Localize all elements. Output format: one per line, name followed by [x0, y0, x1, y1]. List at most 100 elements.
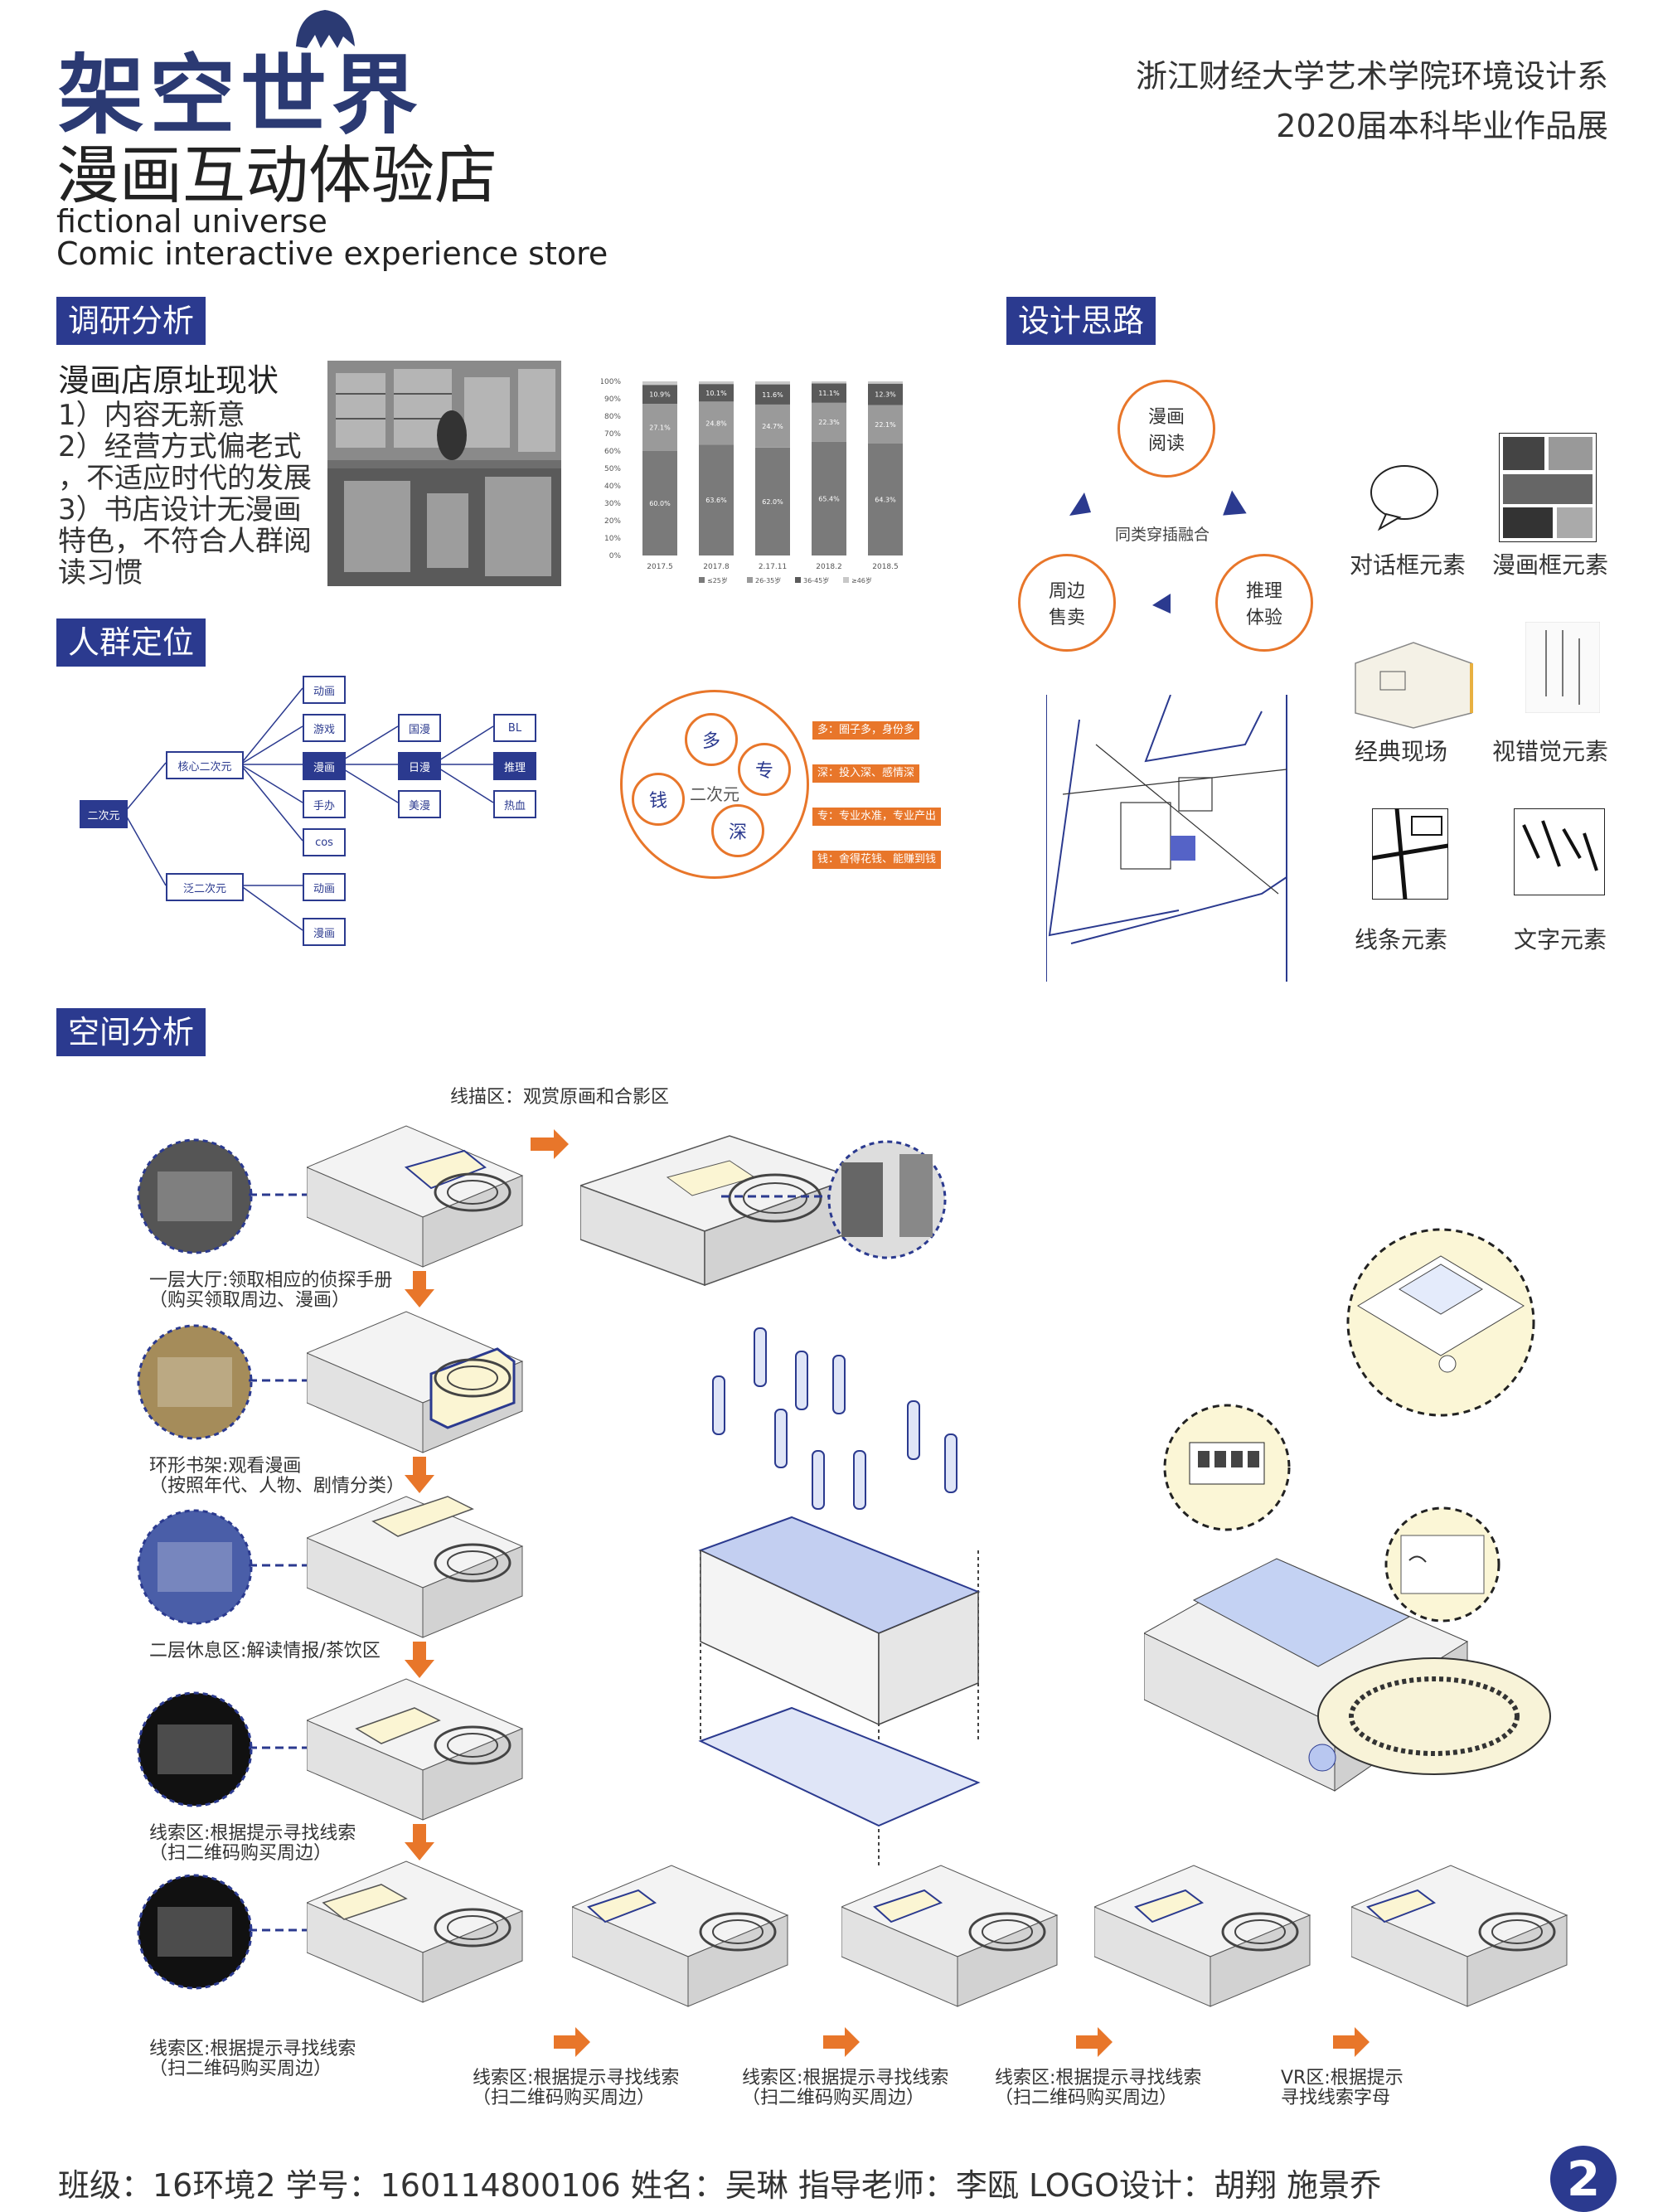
arrow-down-icon: [405, 1271, 434, 1307]
detail-circle-wall: [1384, 1506, 1500, 1623]
logo-hair-icon: [296, 10, 355, 48]
zone-caption: 二层休息区:解读情报/茶饮区: [149, 1642, 381, 1661]
iso-block-4: [307, 1678, 524, 1821]
chart-ytick-label: 70%: [604, 430, 621, 439]
zone-caption-line: 线索区:根据提示寻找线索: [149, 2039, 356, 2059]
research-subtitle: 漫画店原址现状: [58, 362, 279, 399]
chart-bar-segment: [868, 381, 903, 384]
arrow-right-icon: [1076, 2027, 1113, 2057]
element-label: 视错觉元素: [1491, 738, 1608, 765]
crowd-circle-item: 钱: [632, 773, 685, 826]
chart-data-label: 62.0%: [762, 498, 783, 506]
arrow-down-icon: [405, 1824, 434, 1860]
chart-data-label: 22.1%: [875, 421, 896, 429]
text-element-thumbnail: [1514, 808, 1605, 895]
research-points: 1）内容无新意 2）经营方式偏老式 ，不适应时代的发展 3）书店设计无漫画 特色…: [58, 400, 315, 589]
element-label: 文字元素: [1513, 926, 1607, 953]
zone-photo-circle: [137, 1691, 253, 1807]
chart-ytick-label: 20%: [604, 517, 621, 526]
zone-caption: 线索区:根据提示寻找线索（扫二维码购买周边）: [995, 2069, 1201, 2108]
arrow-down-icon: [405, 1642, 434, 1678]
crowd-tag: 钱：舍得花钱、能赚到钱: [812, 851, 942, 869]
cycle-node-reading: 漫画 阅读: [1117, 380, 1215, 478]
zone-photo-circle: [137, 1509, 253, 1625]
iso-block-bottom-1: [572, 1865, 789, 2007]
crowd-tree-lines: [124, 687, 494, 931]
zone-photo-circle: [137, 1874, 253, 1990]
node-core: 核心二次元: [166, 751, 244, 779]
chart-data-label: 22.3%: [818, 419, 840, 426]
iso-block-5: [307, 1860, 524, 2003]
zone-caption-line: 线索区:根据提示寻找线索: [742, 2068, 949, 2088]
chart-ytick-label: 60%: [604, 448, 621, 456]
detail-circle-photo: [827, 1140, 947, 1259]
node-core-child: cos: [303, 828, 346, 856]
zone-caption: 线索区:根据提示寻找线索（扫二维码购买周边）: [149, 1824, 356, 1864]
zone-caption: 线索区:根据提示寻找线索（扫二维码购买周边）: [742, 2069, 948, 2108]
title-english-1: fictional universe: [56, 203, 327, 240]
chart-legend-swatch: [795, 577, 801, 583]
chart-bar-segment: [755, 404, 790, 448]
chart-bar-segment: [812, 402, 846, 442]
school-line-2: 2020届本科毕业作品展: [1276, 108, 1608, 144]
cycle-arrows: [1069, 490, 1247, 614]
node-pan-child: 动画: [303, 873, 346, 901]
node-manga-child: 美漫: [398, 790, 441, 818]
chart-ytick-label: 10%: [604, 535, 621, 543]
space-top-caption: 线描区：观赏原画和合影区: [450, 1087, 670, 1108]
chart-legend-label: ≤25岁: [707, 576, 728, 585]
chart-ytick-label: 80%: [604, 413, 621, 421]
research-point: 特色，不符合人群阅: [58, 525, 312, 558]
chart-data-label: 63.6%: [705, 497, 727, 504]
dashed-connector: [721, 1195, 829, 1198]
zone-photo-circle: [137, 1138, 253, 1254]
zone-caption-line: （按照年代、人物、剧情分类）: [149, 1476, 405, 1496]
chart-bar-segment: [642, 451, 677, 555]
page-title: 漫画互动体验店: [56, 138, 497, 212]
chart-ytick-label: 50%: [604, 465, 621, 473]
research-point: 3）书店设计无漫画: [58, 493, 302, 526]
element-label: 对话框元素: [1349, 551, 1466, 579]
crowd-tag: 专：专业水准，专业产出: [812, 808, 942, 826]
zone-caption-line: 线索区:根据提示寻找线索: [149, 1823, 356, 1844]
detail-circle-room: [1346, 1228, 1535, 1417]
chart-ytick-label: 90%: [604, 395, 621, 404]
crowd-circle-center: 二次元: [690, 784, 739, 804]
element-label: 漫画框元素: [1491, 551, 1608, 579]
chart-data-label: 12.3%: [875, 391, 896, 399]
node-manga-child: 国漫: [398, 714, 441, 742]
chart-bar-segment: [755, 447, 790, 555]
chart-bar-segment: [868, 405, 903, 444]
chart-ytick-label: 40%: [604, 483, 621, 491]
chart-data-label: 24.8%: [705, 420, 727, 427]
chart-bar-segment: [699, 401, 734, 445]
chart-bar-segment: [699, 444, 734, 555]
chart-bar-segment: [699, 384, 734, 402]
cycle-node-reasoning: 推理 体验: [1215, 554, 1313, 652]
chart-data-label: 10.9%: [649, 391, 671, 399]
zone-caption: 线索区:根据提示寻找线索（扫二维码购买周边）: [473, 2069, 679, 2108]
node-manga-child: 日漫: [398, 752, 441, 780]
chart-bar-segment: [755, 381, 790, 385]
chart-legend-swatch: [699, 577, 705, 583]
zone-caption-line: 环形书架:观看漫画: [149, 1456, 302, 1477]
age-distribution-chart: 0%10%20%30%40%50%60%70%80%90%100%60.0%27…: [601, 369, 941, 601]
chart-data-label: 27.1%: [649, 424, 671, 432]
school-line-1: 浙江财经大学艺术学院环境设计系: [1135, 58, 1608, 95]
chart-ytick-label: 0%: [609, 552, 622, 560]
crowd-tag: 多：圈子多，身份多: [812, 721, 920, 740]
crowd-circle-item: 多: [685, 713, 738, 766]
arrow-right-icon: [1333, 2027, 1370, 2057]
zone-caption-line: （扫二维码购买周边）: [149, 2059, 332, 2079]
chart-xtick-label: 2018.5: [872, 563, 899, 571]
research-point: 2）经营方式偏老式: [58, 430, 302, 463]
node-pan-child: 漫画: [303, 918, 346, 946]
zone-caption: 一层大厅:领取相应的侦探手册（购买领取周边、漫画）: [149, 1271, 392, 1311]
crowd-circle-item: 专: [738, 743, 791, 796]
iso-block-3: [307, 1496, 524, 1638]
chart-bar-segment: [699, 381, 734, 385]
node-core-child: 手办: [303, 790, 346, 818]
chart-data-label: 24.7%: [762, 423, 783, 430]
arrow-right-icon: [531, 1129, 569, 1159]
section-space: 空间分析: [56, 1008, 206, 1056]
